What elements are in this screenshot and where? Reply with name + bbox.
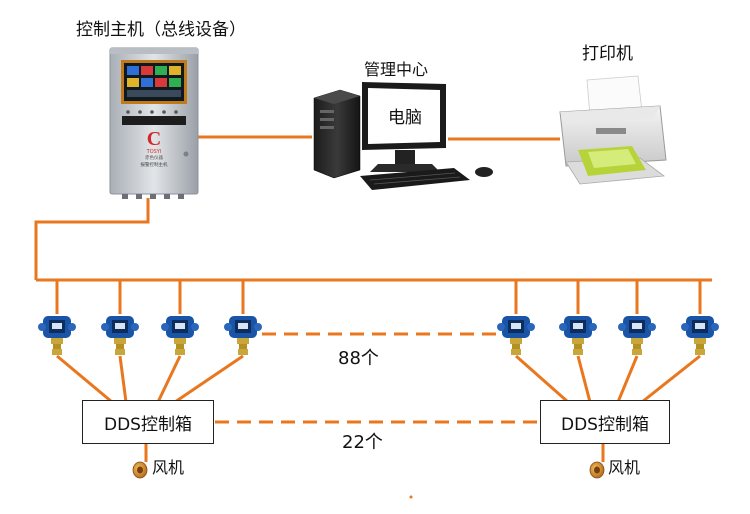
- computer-label: 电脑: [388, 108, 422, 128]
- indicator-lights: [126, 110, 178, 114]
- button-strip: [122, 116, 186, 125]
- branch-wire: [56, 354, 113, 404]
- gas-detector-1: [38, 316, 76, 355]
- gas-detector-2: [101, 316, 139, 355]
- gas-detector-3: [161, 316, 199, 355]
- branch-wire: [118, 355, 128, 403]
- wiring: [34, 135, 712, 462]
- branch-wire: [616, 355, 639, 403]
- lock-icon: [183, 151, 189, 157]
- gas-detector-7: [618, 316, 656, 355]
- printer-icon: [559, 75, 667, 185]
- fan-label-right: 风机: [608, 458, 641, 477]
- gas-detector-5: [497, 316, 535, 355]
- dds-control-box-left: DDS控制箱: [82, 400, 214, 444]
- brand-name: TOSYI: [146, 149, 162, 155]
- branch-wire: [576, 355, 592, 403]
- dds-box-label-left: DDS控制箱: [104, 414, 192, 435]
- controller-label: 控制主机（总线设备）: [76, 20, 246, 40]
- controller-cabinet: C TOSYI 赤色仪器 报警控制主机: [109, 47, 199, 199]
- box-count-label: 22个: [342, 432, 383, 453]
- computer-icon: [313, 82, 493, 190]
- fan-label-left: 风机: [152, 458, 185, 477]
- printer-label: 打印机: [582, 44, 633, 64]
- wire-controller-bus: [34, 198, 150, 280]
- dds-control-box-right: DDS控制箱: [540, 400, 670, 444]
- branch-wire: [174, 354, 244, 404]
- screen-tiles: [127, 66, 181, 97]
- brand-subtitle: 赤色仪器: [145, 154, 163, 161]
- gas-detectors: [38, 316, 719, 355]
- panel-title: 报警控制主机: [141, 161, 168, 168]
- dds-box-label-right: DDS控制箱: [561, 414, 649, 435]
- management-label: 管理中心: [364, 60, 429, 79]
- fan-icon-left: [132, 461, 148, 479]
- branch-wire: [515, 354, 569, 404]
- detector-count-label: 88个: [338, 348, 379, 369]
- branch-wire: [156, 355, 182, 403]
- gas-detector-6: [559, 316, 597, 355]
- gas-detector-4: [224, 316, 262, 355]
- gas-detector-8: [681, 316, 719, 355]
- stray-dot: [409, 495, 413, 499]
- brand-logo: C: [147, 128, 161, 150]
- fan-icon-right: [589, 461, 605, 479]
- cable-glands: [122, 194, 184, 199]
- branch-wire: [641, 354, 701, 404]
